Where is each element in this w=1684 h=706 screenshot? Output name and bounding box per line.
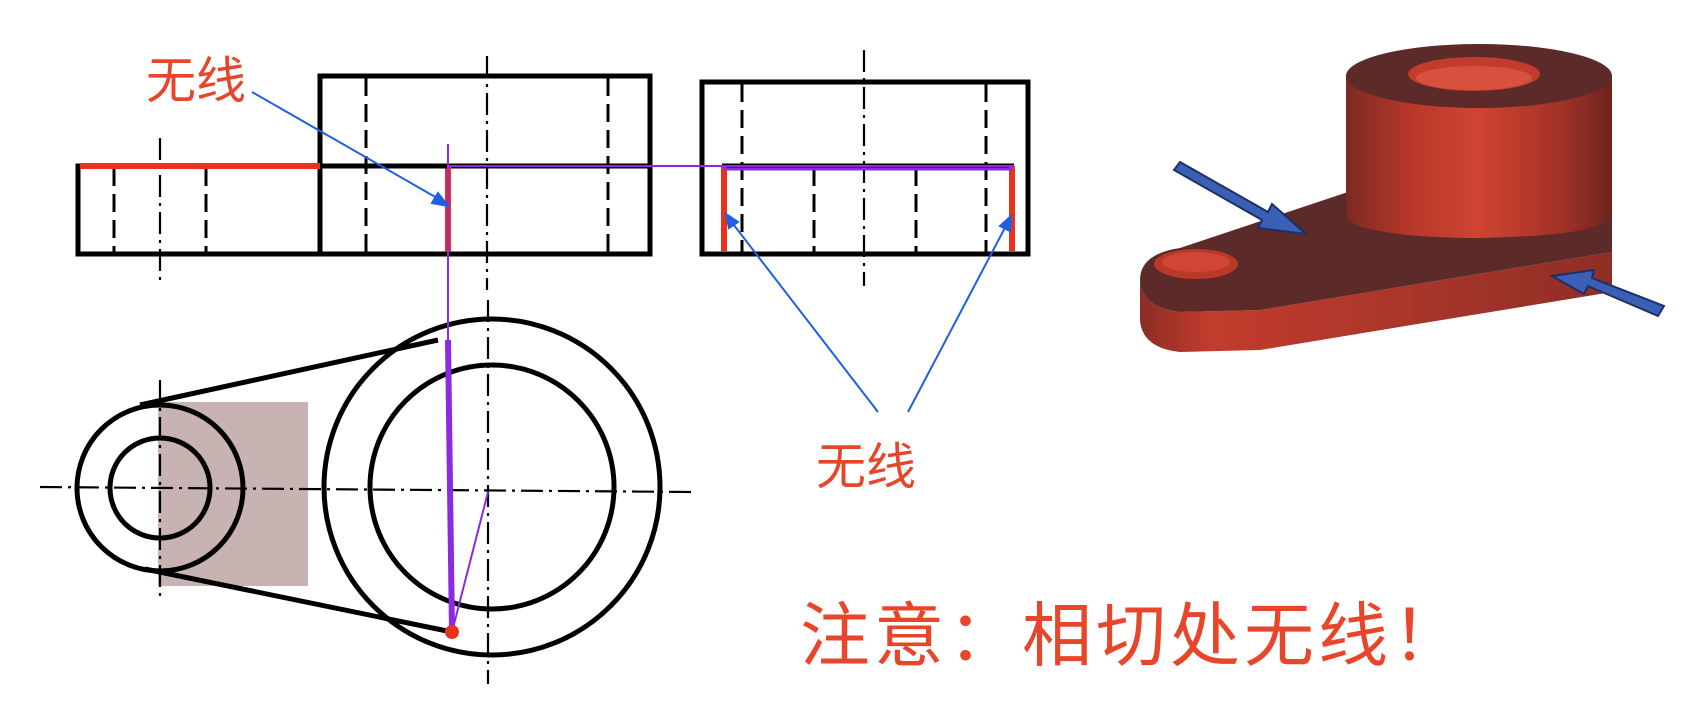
front-view: [75, 56, 653, 290]
top-view-tangent-line-upper: [139, 337, 439, 408]
leader-arrowhead: [998, 213, 1013, 233]
label-no-line-side: 无线: [816, 438, 916, 496]
leader-arrowhead: [430, 191, 451, 208]
front-view-base-outline: [75, 163, 653, 257]
projection-construction-line: [451, 491, 489, 633]
isometric-model: [1140, 44, 1666, 352]
label-no-line-front: 无线: [146, 52, 246, 110]
top-view-tangent-line-lower: [144, 566, 453, 635]
top-view-large-outer-circle: [321, 316, 663, 658]
top-view-large-inner-circle: [367, 362, 617, 612]
top-view: [39, 144, 695, 684]
arrow-icon-upper: [1172, 160, 1310, 236]
leader-arrowhead: [724, 211, 740, 230]
model-cylinder-body: [1346, 76, 1612, 238]
model-base-side: [1140, 252, 1612, 352]
top-view-horizontal-centerline: [39, 485, 695, 494]
tangent-point-marker: [445, 625, 459, 639]
projection-line-vertical-thick: [445, 339, 455, 633]
leader-lines: [251, 91, 1013, 413]
arrow-icon-lower: [1548, 268, 1666, 318]
top-view-shade-patch: [158, 402, 308, 586]
note-tangent-no-line: 注意：相切处无线！: [800, 595, 1466, 677]
